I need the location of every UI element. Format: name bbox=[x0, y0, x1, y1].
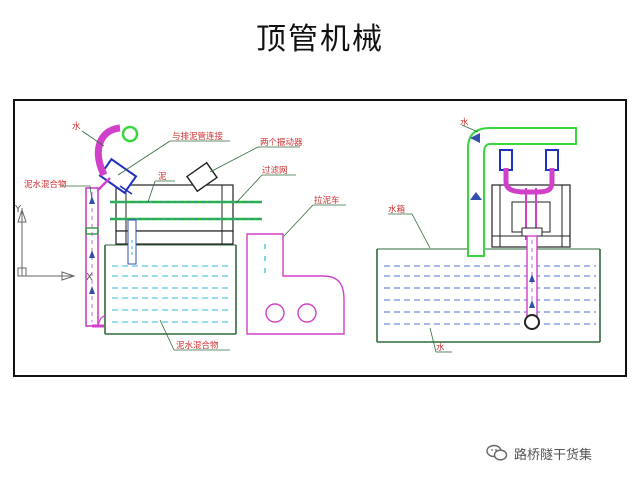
label-water-right-top: 水 bbox=[460, 117, 469, 128]
inlet-pipe-green bbox=[467, 127, 577, 257]
vibrator-right bbox=[186, 161, 218, 193]
settling-tank bbox=[104, 244, 237, 335]
label-connect-pipe: 与排泥管连接 bbox=[172, 131, 224, 142]
label-mud-cart: 拉泥车 bbox=[314, 195, 340, 206]
leader-lines bbox=[60, 124, 479, 353]
label-water-tank: 水箱 bbox=[388, 204, 406, 215]
label-water-left: 水 bbox=[72, 121, 81, 132]
label-filter: 过滤网 bbox=[262, 165, 288, 176]
watermark: 路桥隧干货集 bbox=[486, 442, 592, 464]
axis-x-label: X bbox=[86, 272, 93, 283]
label-mud-water-bottom: 泥水混合物 bbox=[176, 340, 219, 351]
water-tank-right bbox=[376, 248, 601, 343]
axis-y-label: Y bbox=[14, 204, 22, 215]
mud-cart bbox=[246, 233, 345, 335]
page-title: 顶管机械 bbox=[256, 22, 384, 57]
machine-frame bbox=[110, 184, 262, 265]
label-water-right-bottom: 水 bbox=[436, 342, 445, 353]
label-mud: 泥 bbox=[158, 172, 167, 182]
vibrator-left bbox=[98, 157, 138, 195]
label-mud-water-left: 泥水混合物 bbox=[24, 179, 67, 190]
wechat-icon bbox=[486, 444, 508, 462]
watermark-text: 路桥隧干货集 bbox=[514, 447, 593, 463]
label-vibrators: 两个振动器 bbox=[260, 137, 303, 148]
right-machine bbox=[491, 149, 571, 330]
ucs-axis-icon: Y X bbox=[14, 204, 93, 283]
